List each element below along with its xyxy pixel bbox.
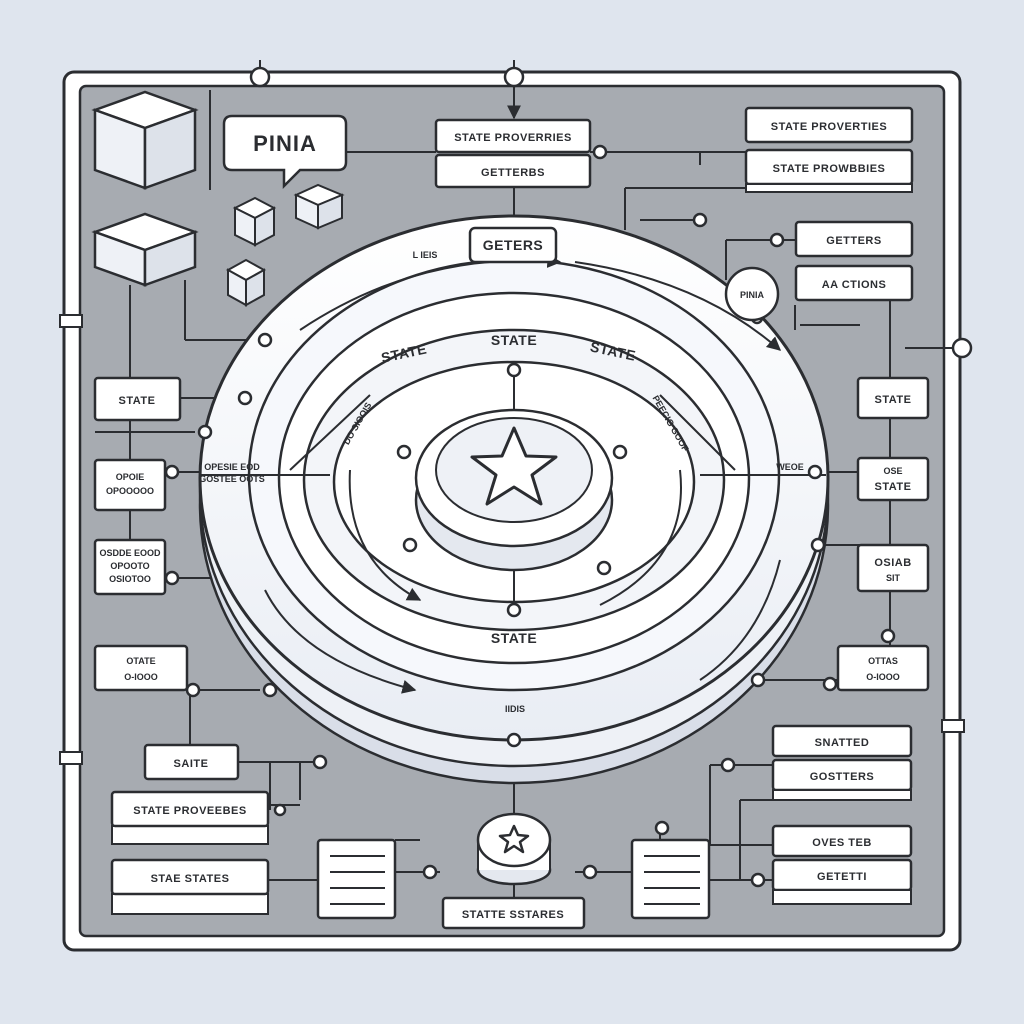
state-bottom-label: STATE [491, 630, 537, 646]
actions-right-label: AA CTIONS [822, 279, 887, 291]
top-stack-sub: GETTERBS [481, 167, 545, 179]
left-stack-1-label: STATE PROVEEBES [133, 805, 246, 817]
ring-side-left-2: GOSTEE OOTS [199, 474, 265, 484]
ring-small-top: L IEIS [413, 250, 438, 260]
right-state-b: STATE [875, 481, 912, 493]
bottom-center: STATTE SSTARES [316, 812, 711, 930]
getters-right-label: GETTERS [826, 235, 881, 247]
cube-small-3 [225, 258, 267, 307]
left-stack-2-label: STAE STATES [151, 873, 230, 885]
left-mini-2b: OPOOTO [110, 561, 149, 571]
left-state-label: STATE [119, 395, 156, 407]
right-state-label: STATE [875, 394, 912, 406]
frame-connectors [59, 60, 973, 765]
connector-lines [95, 90, 891, 900]
top-stack-title: STATE PROVERRIES [454, 132, 572, 144]
right-upper-group: GETTERS AA CTIONS PINIA [724, 220, 914, 322]
star-icon [470, 426, 558, 506]
ring-side-left-1: OPESIE EOD [204, 462, 260, 472]
left-mini-2a: OSDDE EOOD [99, 548, 161, 558]
left-mini-1a: OPOIE [116, 472, 145, 482]
star-icon [498, 824, 530, 854]
shelf-2-label: GOSTTERS [810, 771, 875, 783]
pinia-callout-label: PINIA [253, 131, 317, 156]
right-state-d: OTTAS [868, 656, 898, 666]
shelf-1-label: SNATTED [815, 737, 870, 749]
shelf-4-label: GETETTI [817, 871, 867, 883]
left-state-b-sub: O-IOOO [124, 672, 158, 682]
left-column-boxes: STATE OPOIE OPOOOOO OSDDE EOOD OPOOTO OS… [93, 376, 240, 781]
shelf-3-label: OVES TEB [812, 837, 872, 849]
cube-large-bottom [91, 212, 199, 287]
left-bottom-stacks: STATE PROVEEBES STAE STATES [110, 790, 270, 915]
right-state-c: OSIAB [874, 557, 911, 569]
ring-side-right: WEOE [776, 462, 804, 472]
ring-small-bottom: IIDIS [505, 704, 525, 714]
right-bottom-shelves: SNATTED GOSTTERS OVES TEB GETETTI [771, 724, 913, 905]
cube-large-top [91, 90, 199, 190]
top-right-label-2: STATE PROWBBIES [773, 163, 886, 175]
left-state-b: OTATE [126, 656, 155, 666]
left-mini-2c: OSIOTOO [109, 574, 151, 584]
left-mini-1b: OPOOOOO [106, 486, 154, 496]
center-hub [414, 408, 614, 572]
right-state-c-sub: SIT [886, 573, 901, 583]
top-center-stack: STATE PROVERRIES GETTERBS [434, 118, 592, 189]
pinia-callout [222, 114, 348, 190]
right-state-d-sub: O-IOOO [866, 672, 900, 682]
cube-small-2 [293, 183, 345, 230]
left-saite-label: SAITE [174, 758, 209, 770]
pinia-bubble [724, 266, 780, 322]
cube-small-1 [232, 196, 277, 247]
getters-ring-label: GETERS [483, 237, 544, 253]
right-state-b-sub: OSE [883, 466, 902, 476]
pinia-bubble-label: PINIA [740, 290, 765, 300]
top-right-boxes: STATE PROVERTIES STATE PROWBBIES [744, 106, 914, 193]
doc-card-left [316, 838, 397, 920]
bottom-label: STATTE SSTARES [462, 909, 564, 921]
right-column-boxes: STATE OSE STATE OSIAB SIT OTTAS O-IOOO [836, 376, 930, 692]
ring-dots [164, 144, 896, 888]
doc-card-right [630, 838, 711, 920]
getters-ring-box [468, 226, 558, 264]
top-right-label-1: STATE PROVERTIES [771, 121, 887, 133]
state-top-label: STATE [491, 332, 537, 348]
top-left-cubes: PINIA [91, 90, 348, 307]
